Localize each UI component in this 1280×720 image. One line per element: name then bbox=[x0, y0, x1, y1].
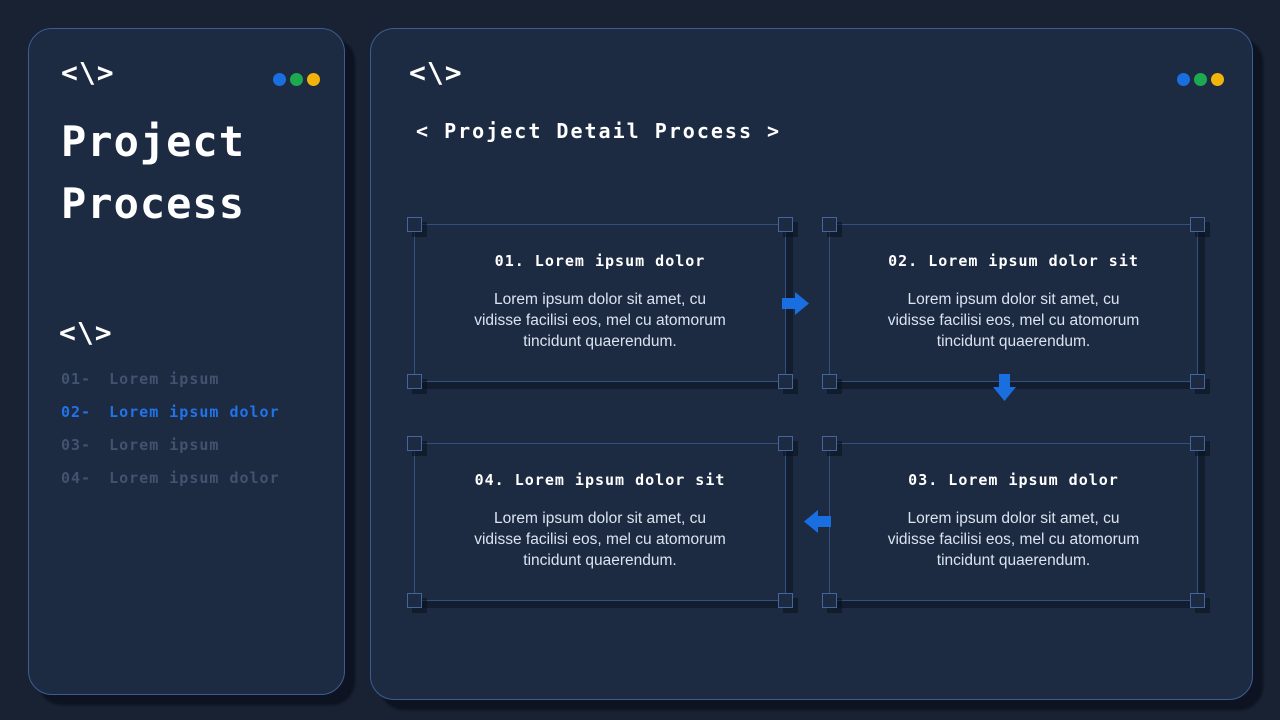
process-card-03: 03. Lorem ipsum dolor Lorem ipsum dolor … bbox=[822, 436, 1205, 608]
selection-handle-icon bbox=[778, 374, 793, 389]
card-body-line: vidisse facilisi eos, mel cu atomorum bbox=[887, 531, 1140, 548]
process-card-04: 04. Lorem ipsum dolor sit Lorem ipsum do… bbox=[407, 436, 793, 608]
nav-item-label: Lorem ipsum dolor bbox=[109, 469, 280, 487]
window-dot-green-icon bbox=[290, 73, 303, 86]
card-body-line: vidisse facilisi eos, mel cu atomorum bbox=[887, 312, 1140, 329]
page-title-line-2: Process bbox=[61, 179, 246, 228]
selection-handle-icon bbox=[822, 217, 837, 232]
nav-item-number: 01- bbox=[61, 370, 92, 388]
card-body-line: vidisse facilisi eos, mel cu atomorum bbox=[474, 531, 726, 548]
selection-handle-icon bbox=[778, 217, 793, 232]
card-body: Lorem ipsum dolor sit amet, cu vidisse f… bbox=[415, 508, 785, 571]
card-title: 03. Lorem ipsum dolor bbox=[908, 471, 1119, 489]
code-section-icon: <\> bbox=[59, 316, 113, 349]
card-body-line: tincidunt quaerendum. bbox=[523, 552, 677, 569]
nav-item-02-active[interactable]: 02- Lorem ipsum dolor bbox=[61, 396, 280, 429]
card-title: 02. Lorem ipsum dolor sit bbox=[888, 252, 1139, 270]
window-dot-blue-icon bbox=[1177, 73, 1190, 86]
card-body-line: Lorem ipsum dolor sit amet, cu bbox=[494, 291, 706, 308]
selection-handle-icon bbox=[822, 593, 837, 608]
card-title: 04. Lorem ipsum dolor sit bbox=[474, 471, 726, 489]
nav-item-number: 03- bbox=[61, 436, 92, 454]
card-body: Lorem ipsum dolor sit amet, cu vidisse f… bbox=[830, 508, 1197, 571]
sidebar-panel: <\> Project Process <\> 01- Lorem ipsum 0… bbox=[28, 28, 345, 695]
nav-item-01[interactable]: 01- Lorem ipsum bbox=[61, 363, 280, 396]
page-title-line-1: Project bbox=[61, 117, 246, 166]
card-body-line: Lorem ipsum dolor sit amet, cu bbox=[907, 510, 1120, 527]
window-dot-yellow-icon bbox=[1211, 73, 1224, 86]
card-body-line: Lorem ipsum dolor sit amet, cu bbox=[907, 291, 1120, 308]
process-card-02: 02. Lorem ipsum dolor sit Lorem ipsum do… bbox=[822, 217, 1205, 389]
card-body-line: vidisse facilisi eos, mel cu atomorum bbox=[474, 312, 726, 329]
nav-item-04[interactable]: 04- Lorem ipsum dolor bbox=[61, 462, 280, 495]
selection-handle-icon bbox=[822, 374, 837, 389]
selection-handle-icon bbox=[407, 217, 422, 232]
code-logo-icon: <\> bbox=[61, 56, 115, 89]
selection-handle-icon bbox=[407, 593, 422, 608]
flow-arrow-right-icon bbox=[782, 292, 809, 315]
card-body-line: tincidunt quaerendum. bbox=[523, 333, 677, 350]
section-heading: < Project Detail Process > bbox=[416, 119, 782, 143]
window-dot-green-icon bbox=[1194, 73, 1207, 86]
card-title: 01. Lorem ipsum dolor bbox=[494, 252, 706, 270]
process-nav: 01- Lorem ipsum 02- Lorem ipsum dolor 03- L… bbox=[61, 363, 280, 495]
card-body: Lorem ipsum dolor sit amet, cu vidisse f… bbox=[830, 289, 1197, 352]
detail-panel: <\> < Project Detail Process > 01. Lorem… bbox=[370, 28, 1253, 700]
selection-handle-icon bbox=[407, 374, 422, 389]
window-dot-yellow-icon bbox=[307, 73, 320, 86]
selection-handle-icon bbox=[822, 436, 837, 451]
card-body-line: tincidunt quaerendum. bbox=[936, 552, 1091, 569]
card-body-line: Lorem ipsum dolor sit amet, cu bbox=[494, 510, 706, 527]
window-dot-blue-icon bbox=[273, 73, 286, 86]
flow-arrow-left-icon bbox=[804, 510, 831, 533]
nav-item-label: Lorem ipsum dolor bbox=[109, 403, 280, 421]
selection-handle-icon bbox=[407, 436, 422, 451]
window-controls bbox=[1177, 73, 1224, 86]
selection-handle-icon bbox=[778, 593, 793, 608]
selection-handle-icon bbox=[1190, 436, 1205, 451]
selection-handle-icon bbox=[778, 436, 793, 451]
nav-item-label: Lorem ipsum bbox=[109, 370, 220, 388]
process-card-01: 01. Lorem ipsum dolor Lorem ipsum dolor … bbox=[407, 217, 793, 389]
card-body-line: tincidunt quaerendum. bbox=[936, 333, 1091, 350]
nav-item-number: 02- bbox=[61, 403, 92, 421]
selection-handle-icon bbox=[1190, 217, 1205, 232]
card-body: Lorem ipsum dolor sit amet, cu vidisse f… bbox=[415, 289, 785, 352]
page-title: Project Process bbox=[61, 111, 245, 235]
nav-item-03[interactable]: 03- Lorem ipsum bbox=[61, 429, 280, 462]
nav-item-number: 04- bbox=[61, 469, 92, 487]
nav-item-label: Lorem ipsum bbox=[109, 436, 220, 454]
selection-handle-icon bbox=[1190, 374, 1205, 389]
selection-handle-icon bbox=[1190, 593, 1205, 608]
code-logo-icon: <\> bbox=[409, 56, 463, 89]
flow-arrow-down-icon bbox=[993, 374, 1016, 401]
window-controls bbox=[273, 73, 320, 86]
